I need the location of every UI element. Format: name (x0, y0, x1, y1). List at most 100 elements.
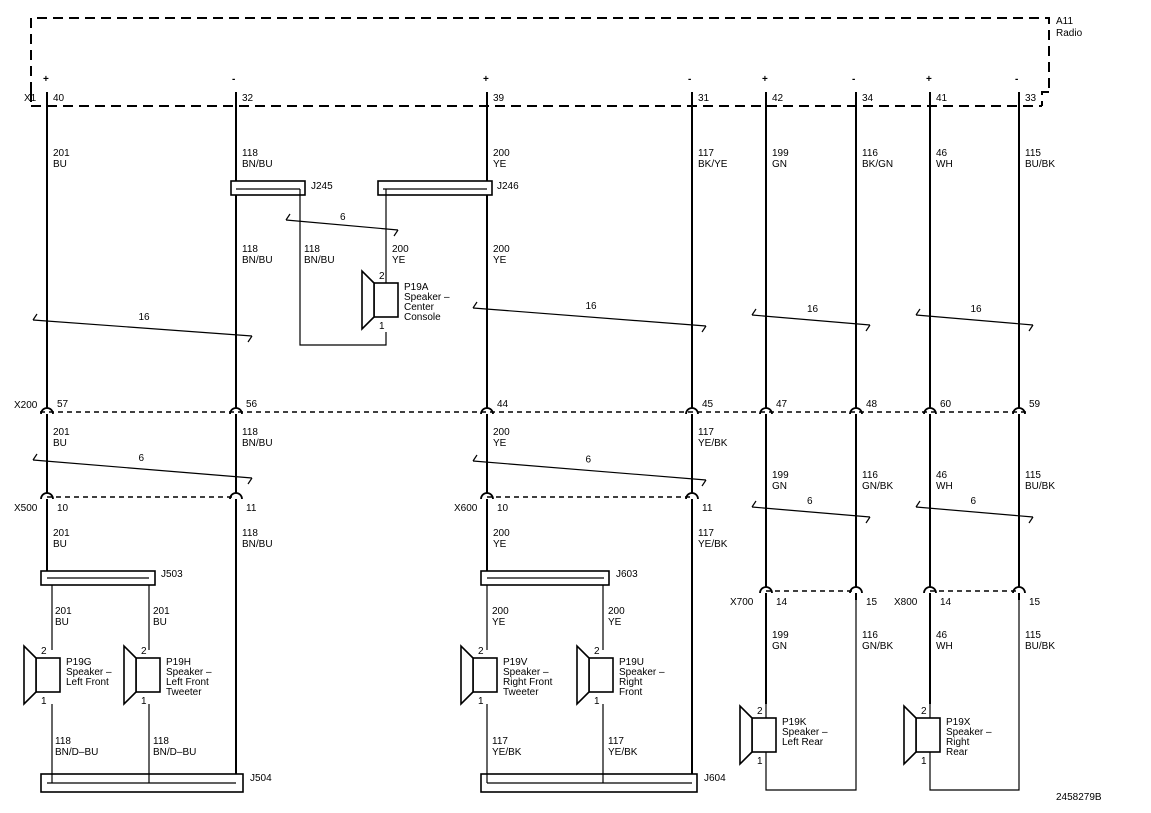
twist-tick (1028, 324, 1034, 332)
speaker-cone-icon (903, 704, 917, 766)
twist-line (751, 314, 871, 326)
x1-pin-number: 34 (862, 93, 874, 104)
wire-circuit-number: 201 (53, 148, 70, 159)
inline-pin-number: 10 (57, 503, 69, 514)
speaker-pin-2: 2 (141, 646, 147, 657)
twist-line (915, 314, 1034, 326)
inline-pin (229, 492, 243, 500)
speaker-magnet (35, 657, 61, 693)
x200-pin (480, 407, 494, 415)
wire-color: YE (493, 159, 507, 170)
splice-j504-label: J504 (250, 773, 272, 784)
twist-line (32, 319, 253, 337)
splice-j246-label: J246 (497, 181, 519, 192)
speaker-name-line: Left Front (166, 677, 209, 688)
wire-circuit-number: 116 (862, 630, 878, 641)
lft-bottom-color: BN/D–BU (153, 747, 196, 758)
rf-top-num: 200 (608, 606, 625, 617)
lf-bottom-num: 118 (55, 736, 71, 747)
x200-pin-number: 44 (497, 399, 509, 410)
wire-circuit-number: 201 (53, 427, 70, 438)
twist-count: 16 (807, 304, 819, 315)
twist-line (472, 307, 707, 327)
speaker-ref: P19A (404, 282, 429, 293)
wire-circuit-number: 200 (493, 427, 510, 438)
speaker-name-line: Speaker – (782, 727, 828, 738)
x1-pin-number: 40 (53, 93, 65, 104)
inline-connector-label: X500 (14, 503, 38, 514)
wire-color: BN/BU (242, 255, 273, 266)
splice-j245-label: J245 (311, 181, 333, 192)
twist-line (915, 506, 1034, 518)
x200-pin-number: 59 (1029, 399, 1041, 410)
wire-color: BU/BK (1025, 159, 1055, 170)
x200-pin-number: 57 (57, 399, 69, 410)
splice-j503-label: J503 (161, 569, 183, 580)
wire-color: BN/BU (242, 159, 273, 170)
polarity-mark: + (762, 74, 768, 85)
x200-pin (759, 407, 773, 415)
wire-circuit-number: 118 (242, 148, 258, 159)
center-left-wire-color: BN/BU (304, 255, 335, 266)
speaker-name-line: Speaker – (946, 727, 992, 738)
x200-pin (40, 407, 54, 415)
wire-circuit-number: 46 (936, 630, 948, 641)
speaker-magnet (472, 657, 498, 693)
wire-circuit-number: 199 (772, 470, 789, 481)
wire-color: YE (493, 255, 507, 266)
x200-pin (923, 407, 937, 415)
inline-connector-label: X600 (454, 503, 478, 514)
polarity-mark: + (43, 74, 49, 85)
wire-color: BK/GN (862, 159, 893, 170)
splice-j245 (230, 180, 306, 196)
center-twist-marker (285, 219, 399, 231)
inline-pin-number: 15 (866, 597, 878, 608)
wire-circuit-number: 117 (698, 427, 714, 438)
wire-color: WH (936, 159, 953, 170)
twist-tick (247, 477, 253, 485)
twist-tick (751, 308, 757, 316)
twist-marker: 16 (751, 304, 871, 332)
twist-count: 6 (139, 453, 145, 464)
speaker-cone-icon (576, 644, 590, 706)
rf-bottom-color: YE/BK (608, 747, 638, 758)
speaker-magnet (751, 717, 777, 753)
x1-pin-number: 33 (1025, 93, 1037, 104)
splice-j604-label: J604 (704, 773, 726, 784)
speaker-pin-1: 1 (478, 696, 484, 707)
x200-pin-number: 48 (866, 399, 878, 410)
speaker-magnet (915, 717, 941, 753)
inline-pin (1012, 586, 1026, 594)
inline-pin (923, 586, 937, 594)
x1-pin-number: 39 (493, 93, 505, 104)
wire-color: BN/BU (242, 438, 273, 449)
speaker-pin-2: 2 (594, 646, 600, 657)
twist-marker: 16 (472, 301, 707, 333)
speaker-magnet (373, 282, 399, 318)
lf-bottom-color: BN/D–BU (55, 747, 98, 758)
wire-circuit-number: 200 (493, 244, 510, 255)
twist-tick (32, 453, 38, 461)
inline-connector-label: X700 (730, 597, 754, 608)
speaker-name-line: Right (946, 737, 970, 748)
speaker-pin-2: 2 (379, 271, 385, 282)
speaker-ref: P19H (166, 657, 191, 668)
wire-circuit-number: 116 (862, 470, 878, 481)
speaker-name-line: Speaker – (619, 667, 665, 678)
rft-bottom-num: 117 (492, 736, 508, 747)
inline-pin-number: 15 (1029, 597, 1041, 608)
twist-line (32, 459, 253, 479)
figure-id: 2458279B (1056, 792, 1102, 803)
x1-pin-number: 32 (242, 93, 254, 104)
wire-color: YE (493, 539, 507, 550)
center-twist-label: 6 (340, 212, 346, 223)
inline-pin (480, 492, 494, 500)
twist-tick (915, 308, 921, 316)
x1-pin-number: 41 (936, 93, 948, 104)
